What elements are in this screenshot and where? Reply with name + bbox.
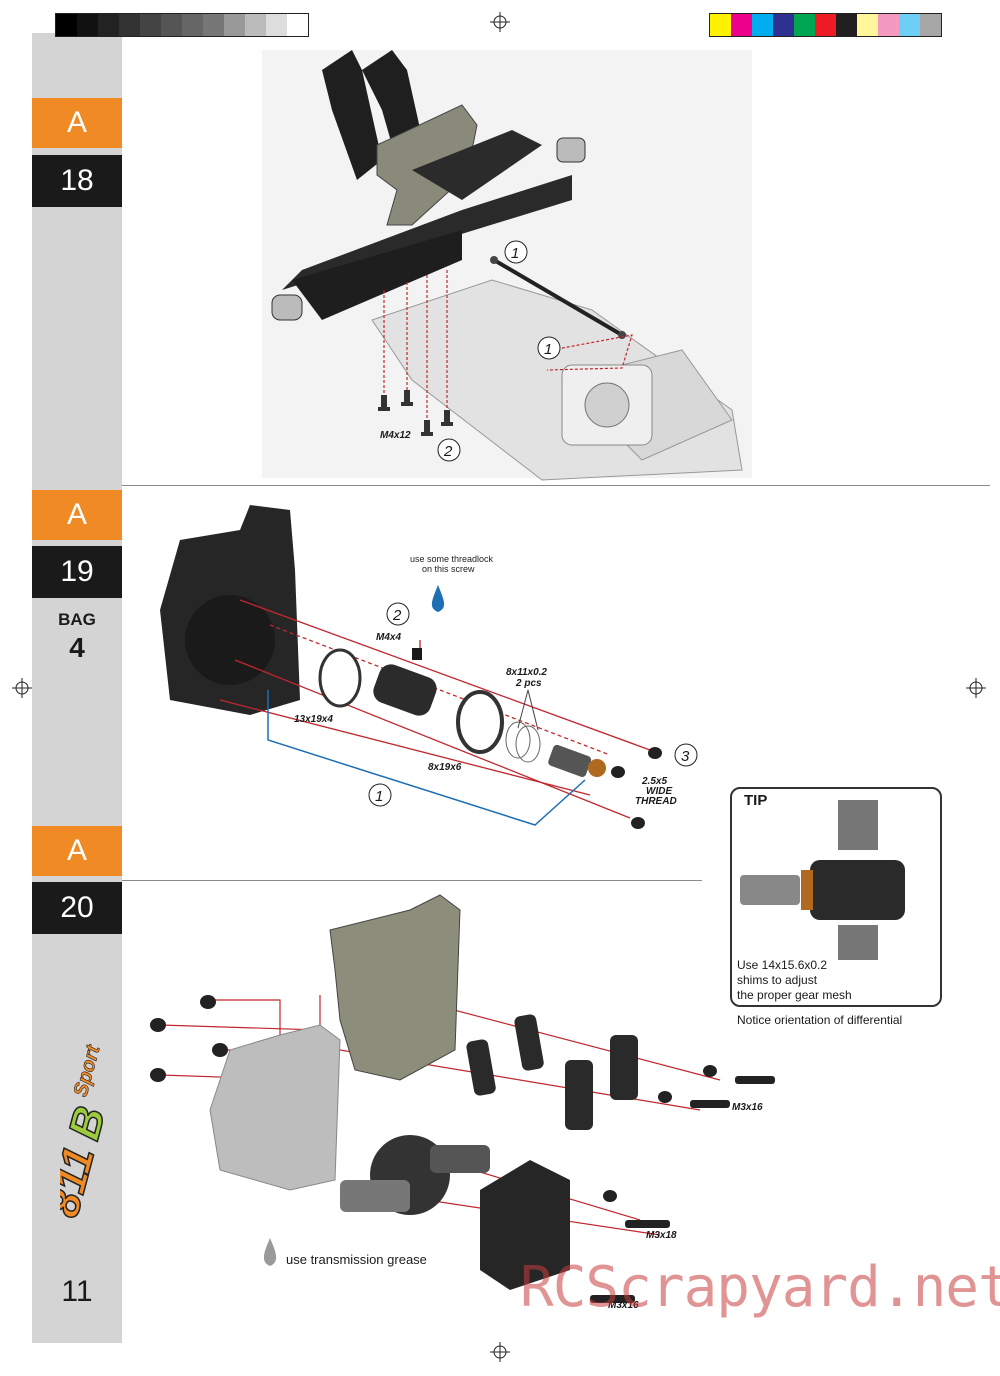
step18-diagram: M4x12 1 1 2 [262,50,752,481]
callout-number: 3 [681,748,690,765]
callout-number: 1 [375,788,383,805]
section-divider [122,880,702,881]
callout-number: 2 [443,443,453,460]
step20-diagram: M3x16 M3x18 M3x16 [150,894,775,1311]
screw-label: M4x4 [376,632,401,643]
threadlock-note: use some threadlock [410,554,494,564]
shim-qty: 2 pcs [515,678,542,689]
step-letter: A [32,826,122,876]
page-number: 11 [61,1275,93,1308]
greyscale-strip [55,13,309,37]
step-letter: A [32,98,122,148]
grease-note: use transmission grease [286,1252,427,1267]
tip-text: Use 14x15.6x0.2 shims to adjust the prop… [737,958,937,1003]
tip-illustration [740,800,905,960]
registration-mark-icon [490,1342,510,1362]
step-number: 19 [32,546,122,598]
bag-number: 4 [69,632,85,663]
registration-mark-icon [490,12,510,32]
shim-label: 8x11x0.2 [506,667,547,678]
screw-label: M3x16 [732,1102,763,1113]
brand-logo: 811 B Sport [60,1041,116,1222]
registration-mark-icon [12,678,32,698]
step19-diagram: use some threadlock on this screw 2 M4x4… [160,505,698,829]
callout-number: 1 [511,245,519,262]
step-number: 18 [32,155,122,207]
sidebar [32,33,122,1343]
svg-text:811: 811 [60,1142,104,1222]
threadlock-note: on this screw [422,564,475,574]
step-letter: A [32,490,122,540]
screw-label: M3x18 [646,1230,677,1241]
step-number: 20 [32,882,122,934]
tip-text-line: the proper gear mesh [737,988,852,1002]
screw-label: WIDE [646,786,672,797]
tip-title: TIP [744,792,768,809]
screw-label: 2.5x5 [641,776,667,787]
notice-text: Notice orientation of differential [737,1013,903,1027]
screw-label: THREAD [635,796,677,807]
logo-text: Sport [70,1042,105,1099]
bearing-label: 13x19x4 [294,714,333,725]
screw-label: M3x16 [608,1300,639,1311]
bag-label: BAG [58,610,96,629]
section-divider [122,485,990,486]
watermark: RCScrapyard.net [520,1255,1000,1320]
bearing-label: 8x19x6 [428,762,462,773]
tip-text-line: shims to adjust [737,973,818,987]
color-strip [709,13,942,37]
screw-label: M4x12 [380,430,411,441]
svg-text:B: B [60,1101,115,1144]
callout-number: 2 [392,607,402,624]
tip-text-line: Use 14x15.6x0.2 [737,958,828,972]
registration-mark-icon [966,678,986,698]
callout-number: 1 [544,341,552,358]
